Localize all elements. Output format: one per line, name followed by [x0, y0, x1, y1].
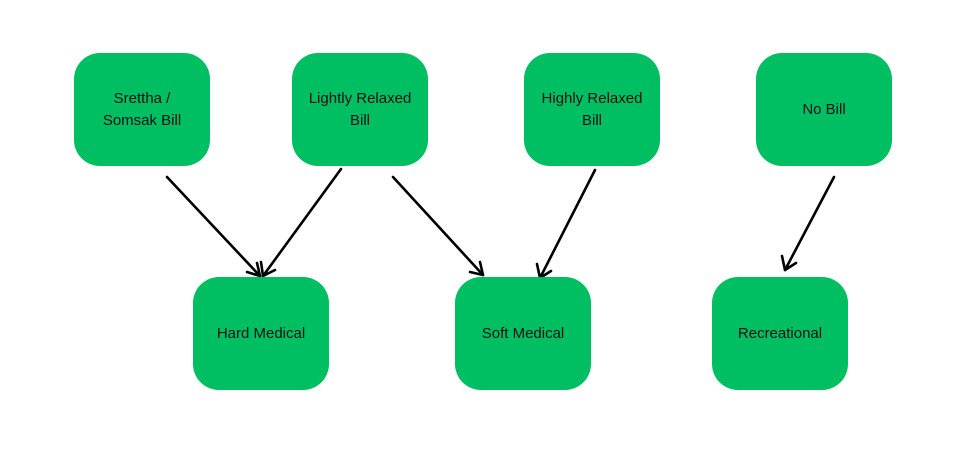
- edge-lightly-to-soft: [391, 175, 485, 277]
- node-lightly-relaxed-bill: Lightly Relaxed Bill: [292, 53, 428, 166]
- node-label: Highly Relaxed Bill: [541, 89, 643, 129]
- node-label: Soft Medical: [481, 324, 565, 342]
- node-label: Srettha / Somsak Bill: [102, 89, 182, 129]
- node-no-bill: No Bill: [756, 53, 892, 166]
- node-srettha-somsak-bill: Srettha / Somsak Bill: [74, 53, 210, 166]
- node-recreational: Recreational: [712, 277, 848, 390]
- edge-lightly-to-hard: [259, 167, 343, 278]
- node-label: Lightly Relaxed Bill: [308, 89, 412, 129]
- node-label: Recreational: [737, 324, 823, 342]
- edge-nobill-to-recreational: [780, 175, 836, 272]
- node-hard-medical: Hard Medical: [193, 277, 329, 390]
- edge-highly-to-soft: [535, 168, 597, 280]
- node-label: No Bill: [802, 100, 846, 118]
- node-highly-relaxed-bill: Highly Relaxed Bill: [524, 53, 660, 166]
- node-label: Hard Medical: [216, 324, 306, 342]
- node-soft-medical: Soft Medical: [455, 277, 591, 390]
- edge-srettha-to-hard: [165, 175, 262, 278]
